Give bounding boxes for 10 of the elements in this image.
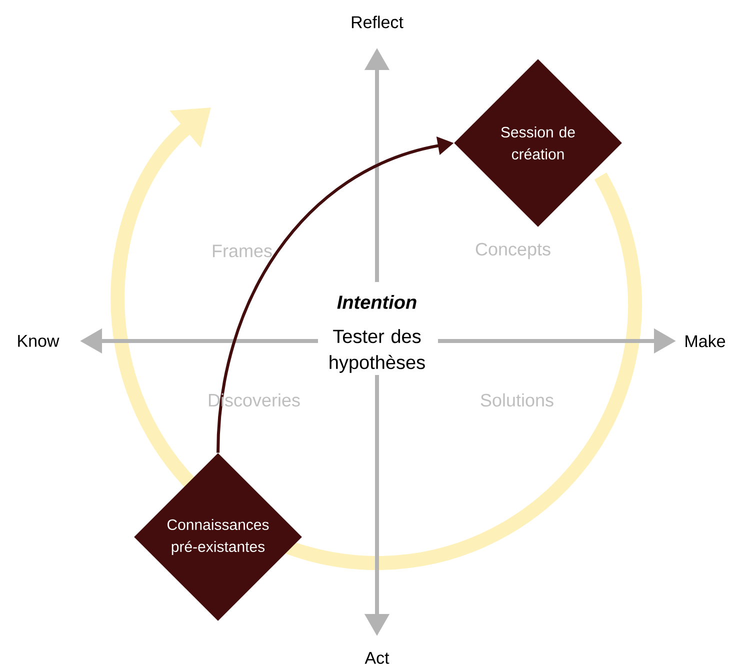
diamond-box: Connaissances pré-existantes [134,453,302,621]
axis-label: Reflect [352,16,404,28]
diamond-box: Session de création [454,59,622,227]
quadrant-label: Frames [212,244,272,258]
center-label: Tester des hypothèses [330,329,425,373]
axis-label: Act [364,652,390,664]
quadrant-label: Solutions [480,393,554,407]
axis-label: Make [686,334,726,348]
axis-label: Know [18,335,60,347]
center-heading: Intention [337,295,416,309]
